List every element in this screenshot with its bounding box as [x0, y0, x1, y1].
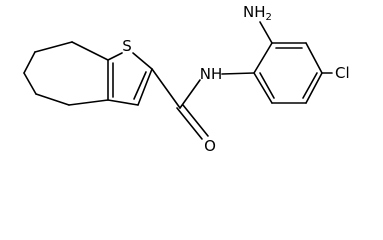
amide-nitrogen-label: NH — [200, 65, 223, 83]
bond — [259, 21, 273, 44]
oxygen-atom-label: O — [204, 137, 216, 155]
bond — [35, 93, 70, 106]
bond — [133, 71, 147, 100]
bond — [305, 72, 323, 104]
cycloheptane-ring — [23, 41, 109, 106]
bond — [107, 52, 123, 61]
bond — [259, 72, 275, 99]
bond — [23, 72, 37, 95]
bond — [107, 99, 139, 106]
bond — [253, 72, 273, 104]
bond — [23, 51, 36, 74]
bond — [182, 104, 209, 137]
bond — [68, 99, 109, 106]
molecule-structure: S NH O Cl NH2 — [23, 3, 350, 155]
bond — [253, 42, 273, 74]
bond — [176, 107, 203, 140]
bond — [34, 41, 73, 53]
bond — [151, 68, 181, 109]
bond — [137, 68, 153, 106]
bond — [132, 52, 153, 70]
bond — [71, 41, 109, 61]
bond — [305, 42, 323, 74]
bond — [221, 72, 255, 75]
amine-group-label: NH2 — [243, 3, 272, 23]
amide-group — [151, 68, 255, 140]
sulfur-atom-label: S — [122, 37, 132, 55]
bond — [302, 72, 318, 99]
benzene-ring — [253, 42, 323, 104]
amine-main-label: NH — [243, 3, 266, 21]
chlorine-atom-label: Cl — [335, 64, 350, 82]
amine-subscript-label: 2 — [266, 12, 272, 23]
thiophene-ring — [107, 52, 153, 106]
bond — [179, 79, 201, 109]
